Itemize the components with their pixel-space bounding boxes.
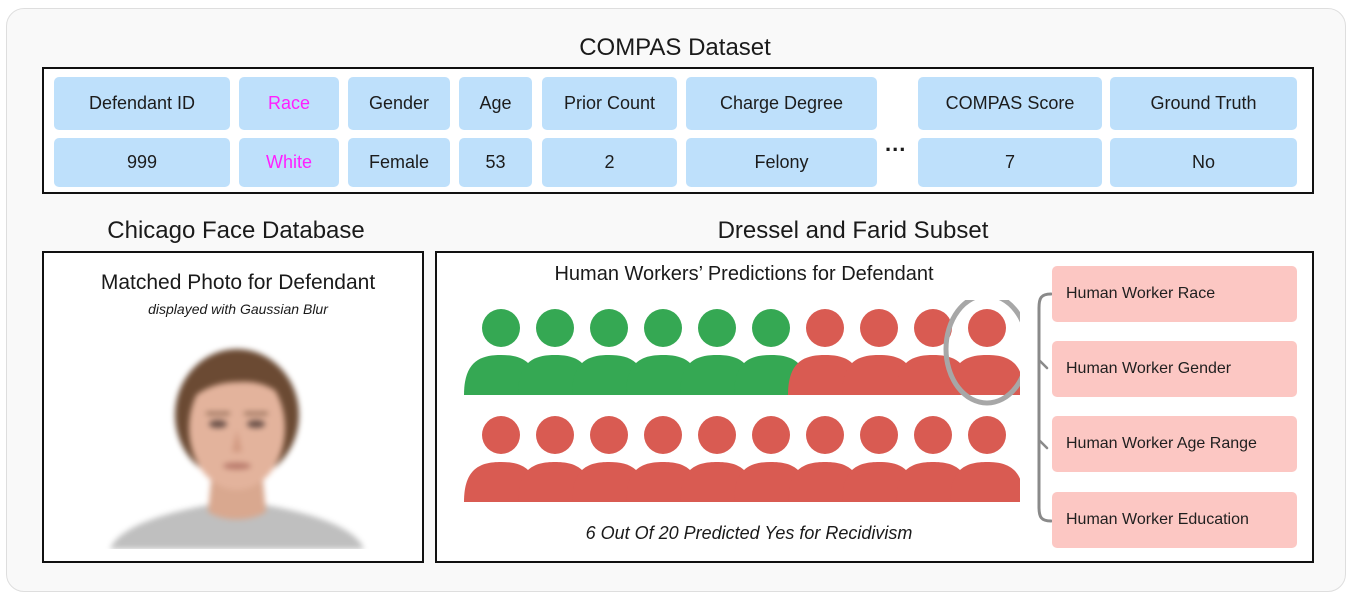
worker-head <box>752 309 790 347</box>
chicago-title: Chicago Face Database <box>107 217 365 244</box>
header-defendant-id: Defendant ID <box>54 77 230 130</box>
worker-head <box>860 309 898 347</box>
attribute-worker-education: Human Worker Education <box>1052 492 1297 548</box>
worker-predictions-pictogram <box>464 300 1020 502</box>
attribute-worker-age-range: Human Worker Age Range <box>1052 416 1297 472</box>
worker-head <box>536 309 574 347</box>
worker-head <box>536 416 574 454</box>
dressel-title: Dressel and Farid Subset <box>717 217 989 244</box>
header-compas-score: COMPAS Score <box>918 77 1102 130</box>
worker-head <box>590 416 628 454</box>
worker-body <box>950 462 1020 502</box>
predictions-title: Human Workers’ Predictions for Defendant <box>554 263 934 285</box>
worker-head <box>752 416 790 454</box>
worker-head <box>914 416 952 454</box>
attribute-worker-race: Human Worker Race <box>1052 266 1297 322</box>
worker-head <box>860 416 898 454</box>
header-gender: Gender <box>348 77 450 130</box>
header-race: Race <box>239 77 339 130</box>
value-race: White <box>239 138 339 187</box>
photo-title: Matched Photo for Defendant <box>100 271 376 294</box>
value-compas-score: 7 <box>918 138 1102 187</box>
worker-head <box>698 416 736 454</box>
worker-head <box>482 309 520 347</box>
value-gender: Female <box>348 138 450 187</box>
header-age: Age <box>459 77 532 130</box>
header-prior-count: Prior Count <box>542 77 677 130</box>
worker-head <box>698 309 736 347</box>
defendant-face-photo <box>90 340 384 549</box>
header-ground-truth: Ground Truth <box>1110 77 1297 130</box>
header-charge-degree: Charge Degree <box>686 77 877 130</box>
compas-title: COMPAS Dataset <box>579 34 771 61</box>
attributes-bracket <box>1037 292 1053 523</box>
highlighted-worker-ring <box>943 300 1020 406</box>
value-defendant-id: 999 <box>54 138 230 187</box>
worker-head <box>644 309 682 347</box>
worker-head <box>590 309 628 347</box>
worker-head <box>806 309 844 347</box>
worker-head <box>644 416 682 454</box>
worker-head <box>968 309 1006 347</box>
worker-head <box>806 416 844 454</box>
prediction-caption: 6 Out Of 20 Predicted Yes for Recidivism <box>585 523 913 543</box>
worker-head <box>968 416 1006 454</box>
value-age: 53 <box>459 138 532 187</box>
value-ground-truth: No <box>1110 138 1297 187</box>
worker-head <box>914 309 952 347</box>
worker-figure <box>572 309 646 395</box>
attribute-worker-gender: Human Worker Gender <box>1052 341 1297 397</box>
value-prior-count: 2 <box>542 138 677 187</box>
worker-head <box>482 416 520 454</box>
worker-figure <box>950 309 1020 395</box>
photo-subtitle: displayed with Gaussian Blur <box>148 301 328 317</box>
column-ellipsis: ... <box>885 131 907 156</box>
worker-body <box>950 355 1020 395</box>
value-charge-degree: Felony <box>686 138 877 187</box>
worker-figure <box>950 416 1020 502</box>
